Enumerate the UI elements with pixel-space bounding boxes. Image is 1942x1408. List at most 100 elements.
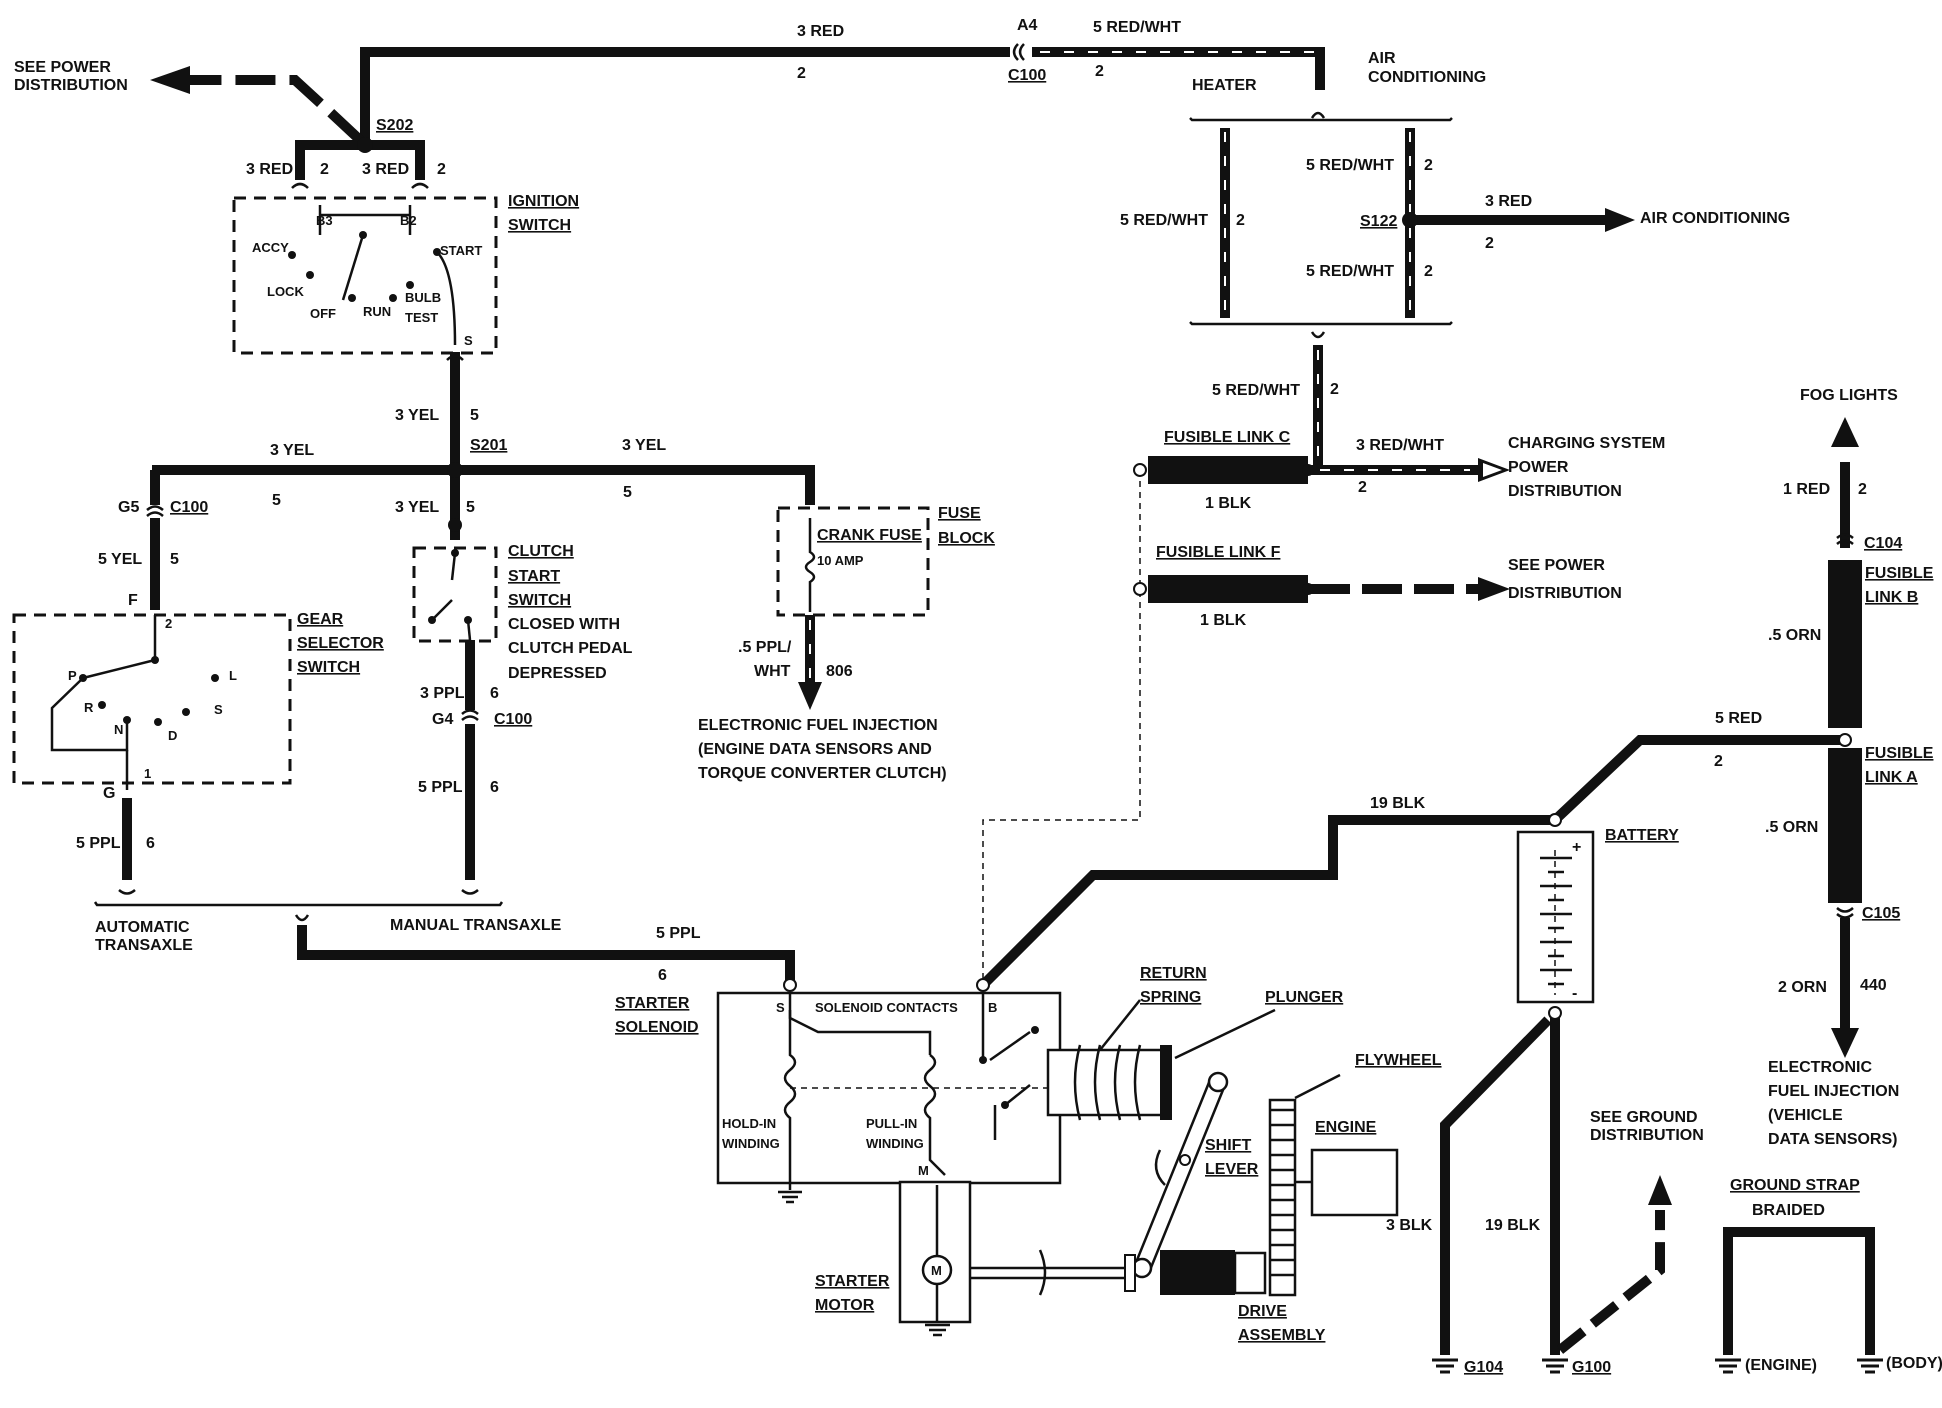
- ground-body: [1857, 1358, 1883, 1374]
- label-g5: G5: [118, 499, 139, 516]
- heater-ac-bracket-bot: [1189, 321, 1453, 326]
- label-starter-solenoid-2: SOLENOID: [615, 1019, 699, 1036]
- label-d: D: [168, 728, 177, 743]
- label-return-spring-1: RETURN: [1140, 965, 1207, 982]
- label-automatic-1: AUTOMATIC: [95, 919, 190, 936]
- shift-lever: [1133, 1079, 1227, 1271]
- svg-text:TORQUE CONVERTER CLUTCH): TORQUE CONVERTER CLUTCH): [698, 765, 947, 782]
- label-body-gnd: (BODY): [1886, 1355, 1942, 1372]
- fuse-block: [776, 506, 930, 617]
- label-see-power-top-1: SEE POWER: [14, 59, 111, 76]
- svg-text:ASSEMBLY: ASSEMBLY: [1238, 1327, 1326, 1344]
- label-gear-2: SELECTOR: [297, 635, 384, 652]
- label-efi-right-1: ELECTRONIC: [1768, 1059, 1872, 1076]
- svg-text:ELECTRONIC: ELECTRONIC: [1768, 1059, 1872, 1076]
- label-5orn-a: .5 ORN: [1765, 819, 1818, 836]
- svg-text:CONDITIONING: CONDITIONING: [1368, 69, 1486, 86]
- svg-text:BLOCK: BLOCK: [938, 530, 995, 547]
- svg-text:FUSIBLE: FUSIBLE: [1865, 565, 1934, 582]
- label-806: 806: [826, 663, 853, 680]
- svg-text:PULL-IN: PULL-IN: [866, 1116, 917, 1131]
- svg-text:LINK A: LINK A: [1865, 769, 1918, 786]
- svg-text:AUTOMATIC: AUTOMATIC: [95, 919, 190, 936]
- label-m-sol: M: [918, 1163, 929, 1178]
- svg-text:SWITCH: SWITCH: [297, 659, 360, 676]
- svg-text:DISTRIBUTION: DISTRIBUTION: [1508, 585, 1622, 602]
- label-5ppl-bot: 5 PPL: [656, 925, 701, 942]
- label-efi-right-2: FUEL INJECTION: [1768, 1083, 1899, 1100]
- flywheel: [1268, 1098, 1297, 1297]
- drive-assembly: [1160, 1250, 1235, 1295]
- svg-text:BULB: BULB: [405, 290, 441, 305]
- svg-text:WINDING: WINDING: [722, 1136, 780, 1151]
- label-see-ground-2: DISTRIBUTION: [1590, 1127, 1704, 1144]
- label-fusible-a-2: LINK A: [1865, 769, 1918, 786]
- label-19blk-bot: 19 BLK: [1485, 1217, 1541, 1234]
- gear-selector-switch: [12, 613, 292, 785]
- wire-3red-b2: [365, 140, 425, 180]
- label-5-left: 5: [272, 492, 281, 509]
- label-3red-ac: 3 RED: [1485, 193, 1532, 210]
- label-solenoid-contacts: SOLENOID CONTACTS: [815, 1000, 958, 1015]
- label-c104: C104: [1864, 535, 1902, 552]
- label-b-sol: B: [988, 1000, 997, 1015]
- svg-text:(ENGINE DATA SENSORS AND: (ENGINE DATA SENSORS AND: [698, 741, 932, 758]
- svg-text:START: START: [508, 568, 560, 585]
- svg-text:DISTRIBUTION: DISTRIBUTION: [14, 77, 128, 94]
- arrow-fog-lights: [1831, 417, 1859, 447]
- label-drive-1: DRIVE: [1238, 1303, 1287, 1320]
- label-s-sol: S: [776, 1000, 785, 1015]
- wires: [93, 47, 1875, 1355]
- wire-3yel-horizontal: [152, 465, 815, 505]
- label-off: OFF: [310, 306, 336, 321]
- label-clutch-2: START: [508, 568, 560, 585]
- label-return-spring-2: SPRING: [1140, 989, 1201, 1006]
- label-3yel-clutch: 3 YEL: [395, 499, 439, 516]
- label-c100-top: C100: [1008, 67, 1046, 84]
- label-braided: BRAIDED: [1752, 1202, 1825, 1219]
- label-2-red1: 2: [1858, 481, 1867, 498]
- svg-text:SEE POWER: SEE POWER: [14, 59, 111, 76]
- ground-strap: [1723, 1227, 1875, 1355]
- label-s122: S122: [1360, 213, 1397, 230]
- fusible-link-c: [1148, 456, 1308, 484]
- label-5ppl-left: 5 PPL: [76, 835, 121, 852]
- svg-text:AIR: AIR: [1368, 50, 1396, 67]
- label-motor-m: M: [931, 1263, 942, 1278]
- label-see-power-mid-1: SEE POWER: [1508, 557, 1605, 574]
- label-lock: LOCK: [267, 284, 304, 299]
- label-rw-right-top-n: 2: [1424, 157, 1433, 174]
- label-efi-top-3: TORQUE CONVERTER CLUTCH): [698, 765, 947, 782]
- label-battery: BATTERY: [1605, 827, 1679, 844]
- label-3ppl: 3 PPL: [420, 685, 465, 702]
- label-fusible-link-f: FUSIBLE LINK F: [1156, 544, 1281, 561]
- svg-text:FUEL INJECTION: FUEL INJECTION: [1768, 1083, 1899, 1100]
- svg-text:SHIFT: SHIFT: [1205, 1137, 1251, 1154]
- label-crank-fuse: CRANK FUSE: [817, 527, 922, 544]
- label-5yel: 5 YEL: [98, 551, 142, 568]
- label-5orn-b: .5 ORN: [1768, 627, 1821, 644]
- label-n: N: [114, 722, 123, 737]
- svg-text:TEST: TEST: [405, 310, 438, 325]
- label-charging-3: DISTRIBUTION: [1508, 483, 1622, 500]
- label-hold-in-1: HOLD-IN: [722, 1116, 776, 1131]
- ground-g100: [1542, 1358, 1568, 1374]
- label-f-pin: F: [128, 592, 138, 609]
- label-ground-strap: GROUND STRAP: [1730, 1177, 1860, 1194]
- svg-text:SEE POWER: SEE POWER: [1508, 557, 1605, 574]
- label-3yel-right: 3 YEL: [622, 437, 666, 454]
- label-s-gear: S: [214, 702, 223, 717]
- arrow-efi-right: [1831, 1028, 1859, 1058]
- label-ignition-1: IGNITION: [508, 193, 579, 210]
- wire-5redwht-top: [1032, 47, 1325, 90]
- label-440: 440: [1860, 977, 1887, 994]
- label-10amp: 10 AMP: [817, 553, 864, 568]
- label-hold-in-2: WINDING: [722, 1136, 780, 1151]
- label-fusible-b-1: FUSIBLE: [1865, 565, 1934, 582]
- svg-text:FUSE: FUSE: [938, 505, 981, 522]
- svg-text:FUSIBLE: FUSIBLE: [1865, 745, 1934, 762]
- label-gear-3: SWITCH: [297, 659, 360, 676]
- label-3yel-left: 3 YEL: [270, 442, 314, 459]
- label-plunger: PLUNGER: [1265, 989, 1344, 1006]
- nodes: [118, 43, 1854, 1020]
